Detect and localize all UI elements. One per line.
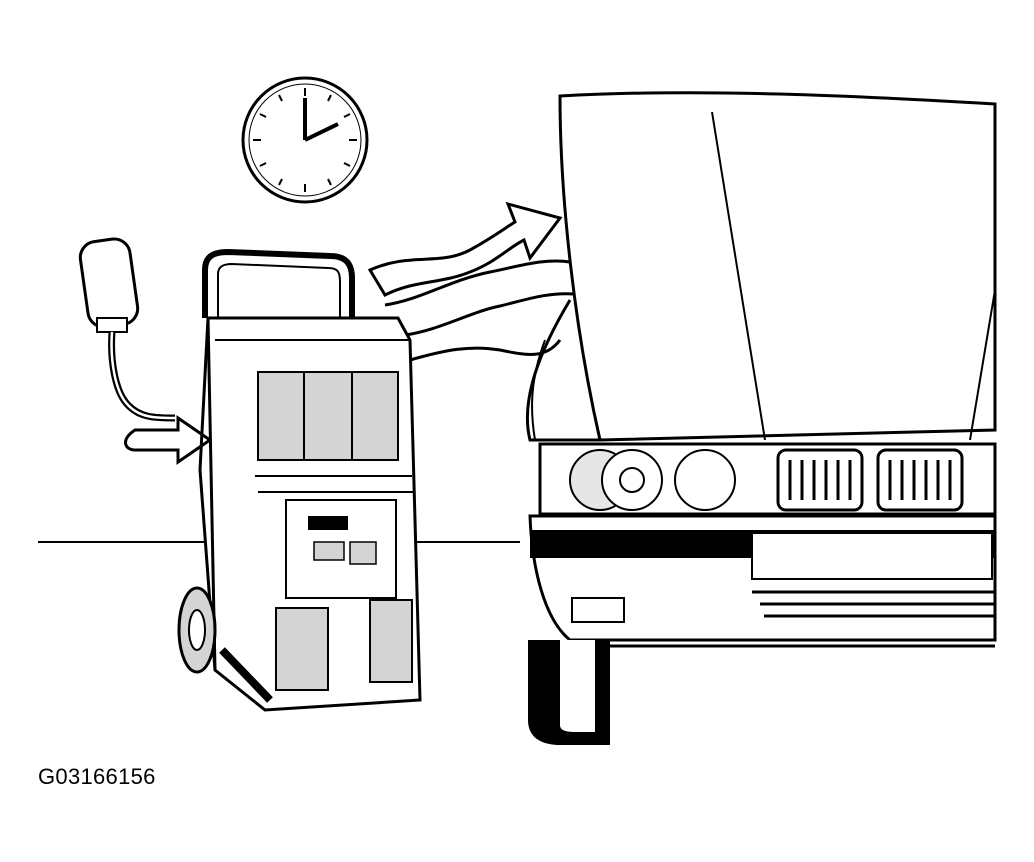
refrigerant-bottle-icon <box>78 237 213 465</box>
car-front-icon <box>525 91 997 745</box>
figure-code: G03166156 <box>38 764 156 789</box>
ac-service-station-icon <box>177 248 422 712</box>
wall-clock-icon <box>241 76 369 204</box>
